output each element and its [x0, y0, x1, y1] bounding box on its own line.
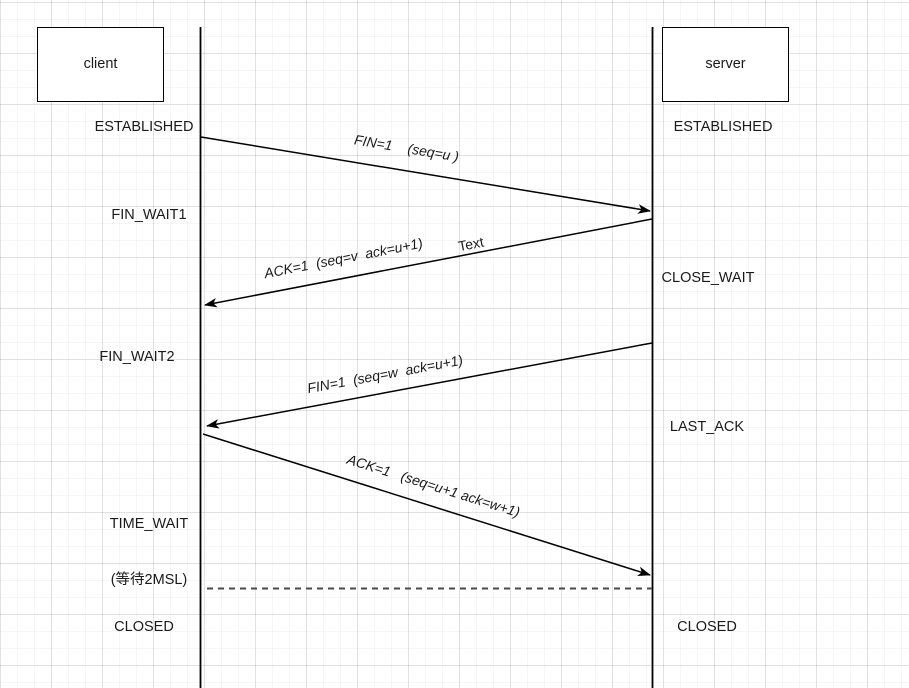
message-arrow-fin-1: [200, 136, 651, 214]
message-arrow-fin-2: [206, 342, 653, 429]
client-state-time-wait-subtitle: (等待2MSL): [110, 571, 188, 588]
message-arrow-ack-2: [202, 433, 651, 576]
server-actor-label: server: [705, 55, 746, 72]
client-state-time-wait-title: TIME_WAIT: [109, 516, 189, 533]
server-state-close-wait: CLOSE_WAIT: [661, 270, 755, 286]
client-state-fin-wait-1: FIN_WAIT1: [111, 207, 187, 223]
client-state-closed: CLOSED: [114, 619, 174, 635]
server-state-closed: CLOSED: [677, 619, 737, 635]
client-state-time-wait: TIME_WAIT (等待2MSL): [110, 478, 188, 626]
message-arrow-ack-1: [204, 218, 653, 308]
client-actor-box[interactable]: client: [37, 27, 164, 102]
client-state-fin-wait-2: FIN_WAIT2: [99, 349, 175, 365]
server-state-established: ESTABLISHED: [673, 119, 773, 135]
client-state-established: ESTABLISHED: [94, 119, 194, 135]
server-actor-box[interactable]: server: [662, 27, 789, 102]
client-actor-label: client: [83, 55, 118, 72]
server-state-last-ack: LAST_ACK: [669, 419, 745, 435]
